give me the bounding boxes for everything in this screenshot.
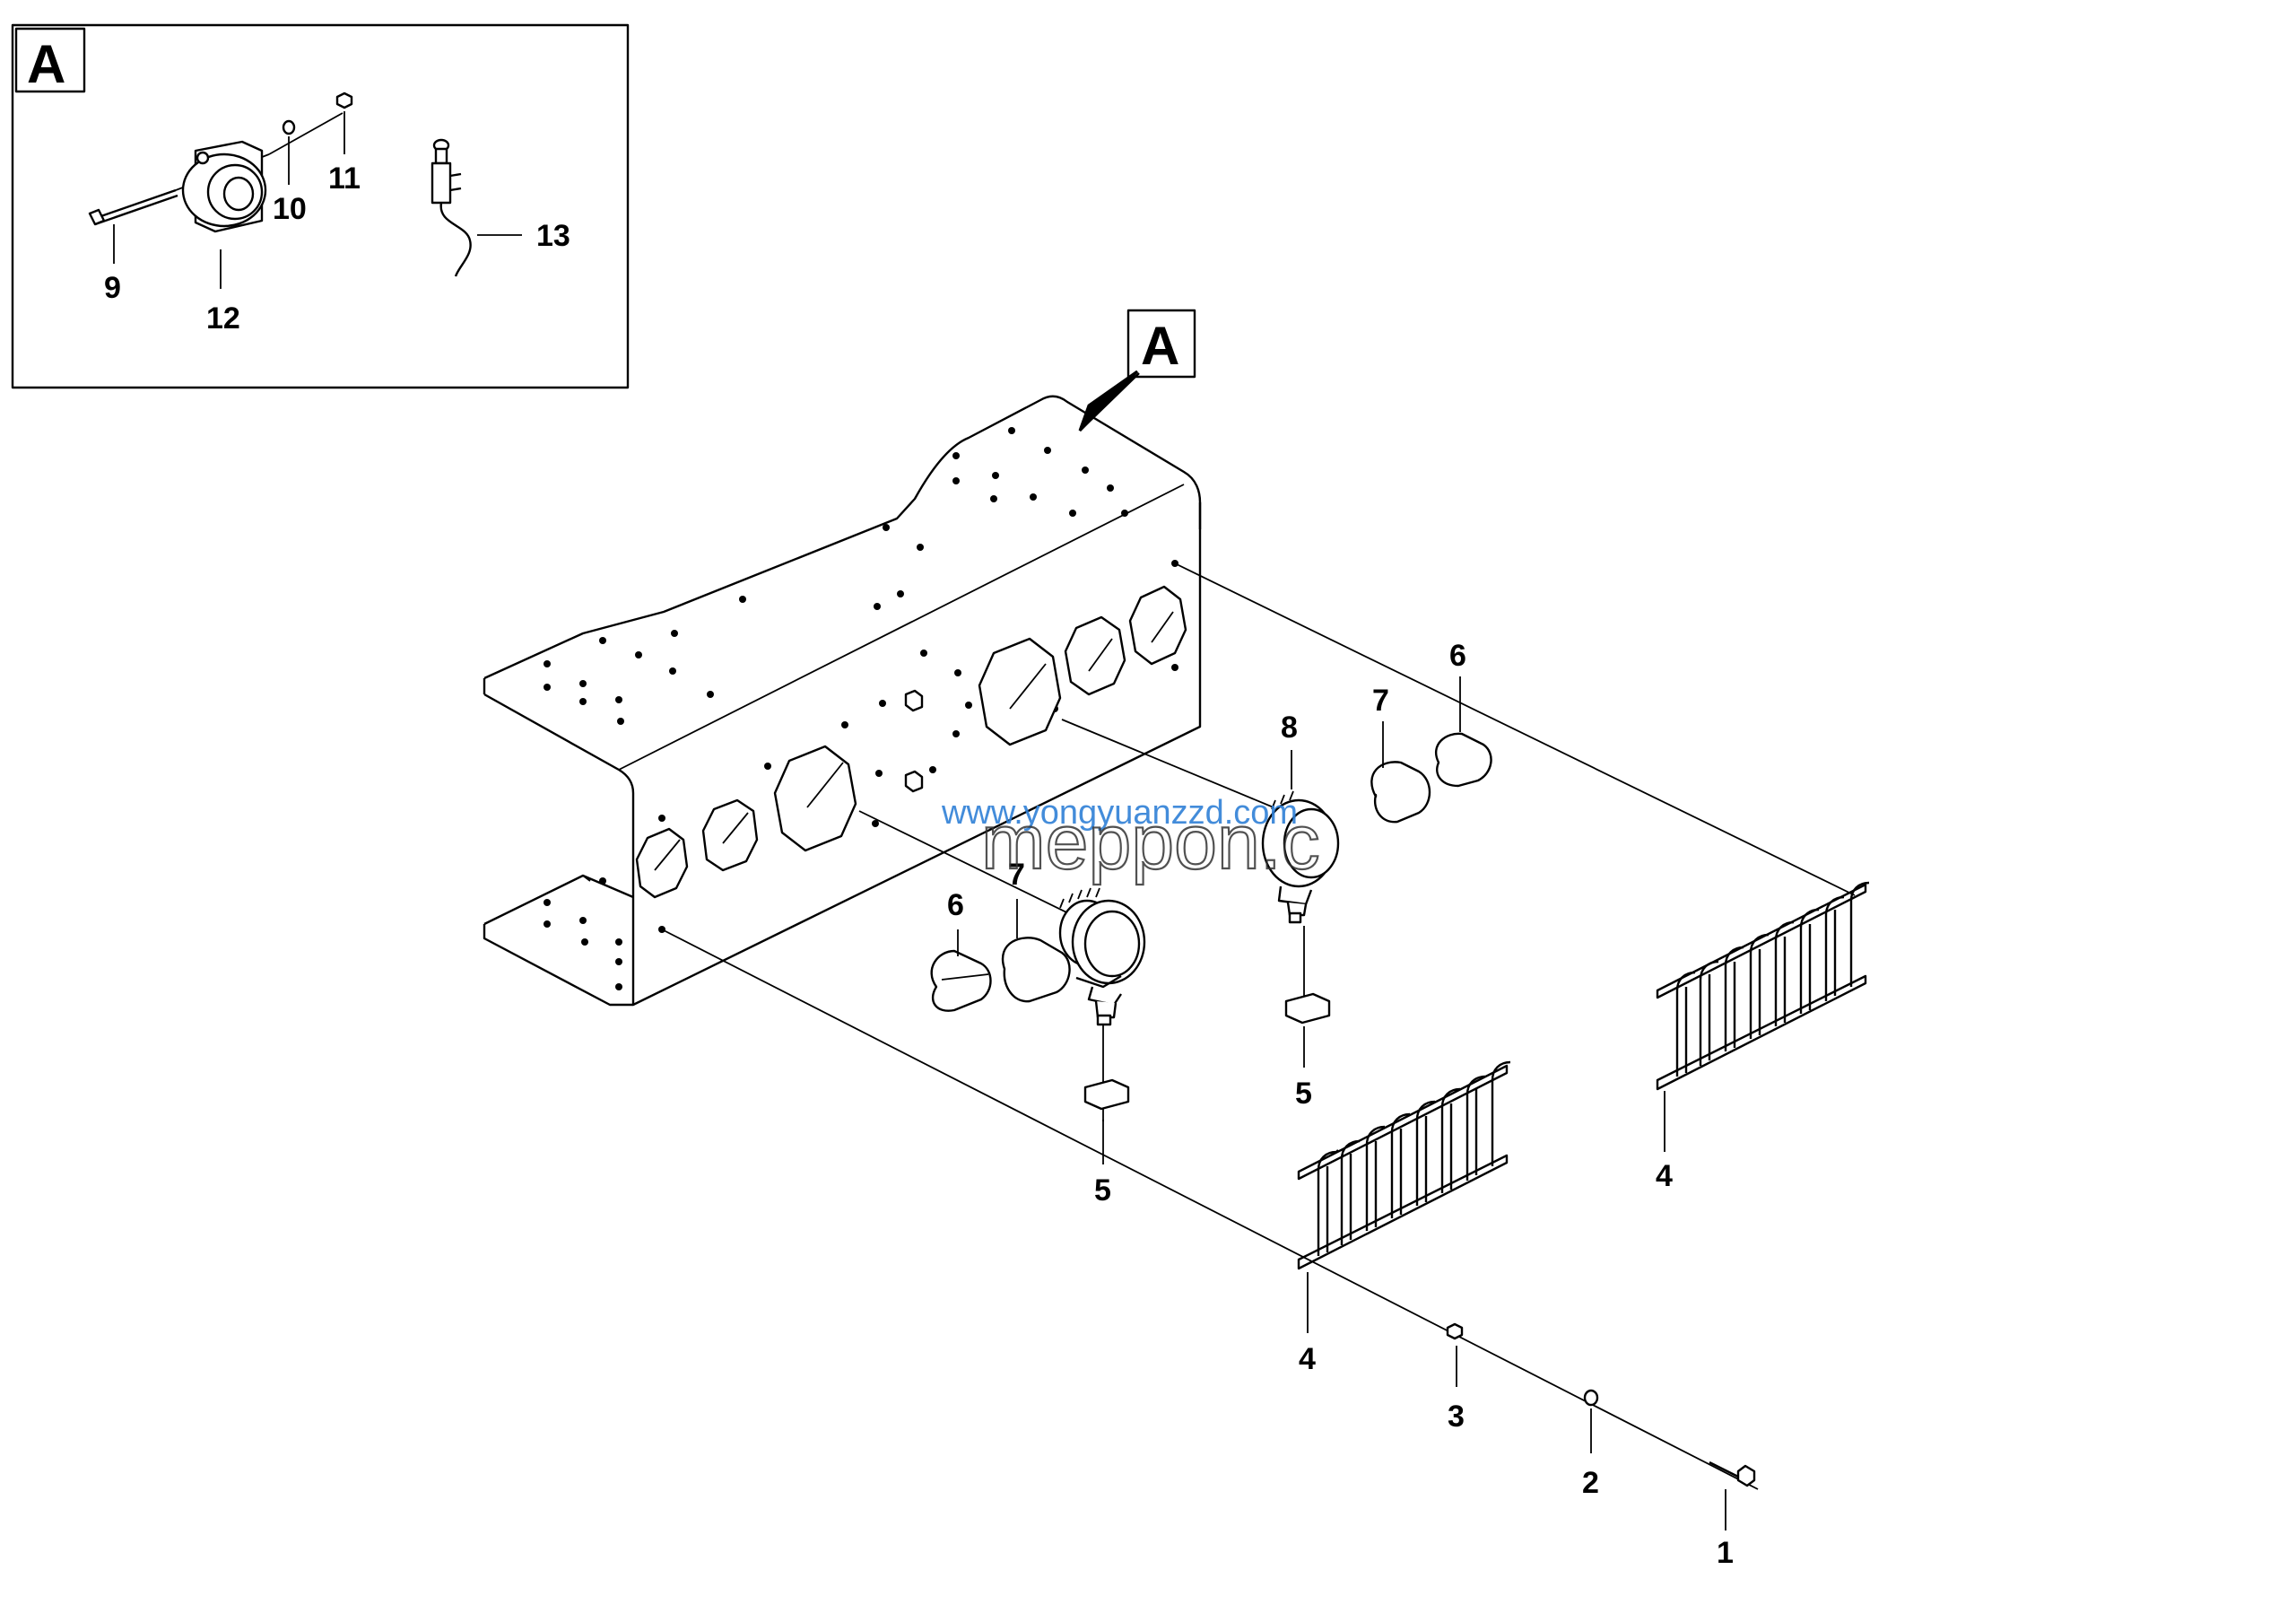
callout-6-right: 6 (1449, 639, 1466, 673)
watermark: www.yongyuanzzd.com meppon.c (941, 794, 1321, 886)
washer-2 (1583, 1389, 1599, 1407)
callout-1: 1 (1717, 1536, 1734, 1570)
detail-inset-a: A (11, 23, 630, 389)
callout-5-right: 5 (1295, 1077, 1312, 1111)
nut-part (335, 92, 353, 109)
bolt-1 (1709, 1461, 1756, 1487)
work-lamp-left (930, 887, 1146, 1026)
watermark-url: www.yongyuanzzd.com (941, 794, 1298, 832)
nut-3 (1446, 1322, 1464, 1340)
sensor-part (430, 138, 472, 277)
watermark-text: meppon.c (981, 799, 1320, 885)
callout-6-left: 6 (947, 888, 964, 922)
section-marker-label: A (1141, 316, 1179, 376)
callout-9: 9 (104, 271, 121, 305)
guard-grille-lower (1297, 1060, 1511, 1270)
mounting-bracket (483, 395, 1202, 1007)
washer-part (282, 119, 296, 135)
section-marker-a: A (1078, 309, 1196, 432)
callout-leaders (957, 676, 1726, 1530)
callout-2: 2 (1582, 1466, 1599, 1500)
callout-13: 13 (536, 219, 570, 253)
callout-8: 8 (1281, 711, 1298, 745)
callout-4-lower: 4 (1299, 1342, 1316, 1376)
callout-7-right: 7 (1372, 684, 1389, 718)
guard-grille-upper (1656, 881, 1870, 1091)
callout-11: 11 (328, 161, 361, 196)
callout-5-left: 5 (1094, 1173, 1111, 1208)
callout-3: 3 (1448, 1400, 1465, 1434)
callout-10: 10 (273, 192, 307, 226)
rubber-pad-right (1284, 992, 1331, 1025)
callout-12: 12 (206, 301, 240, 336)
inset-label: A (27, 34, 65, 94)
work-lamp-right (1261, 732, 1492, 924)
callout-7-left: 7 (1008, 858, 1025, 892)
assembly-lines (661, 562, 1856, 1490)
backup-alarm-part (181, 112, 344, 233)
rubber-pad-left (1083, 1078, 1130, 1111)
callout-4-upper: 4 (1656, 1159, 1673, 1193)
